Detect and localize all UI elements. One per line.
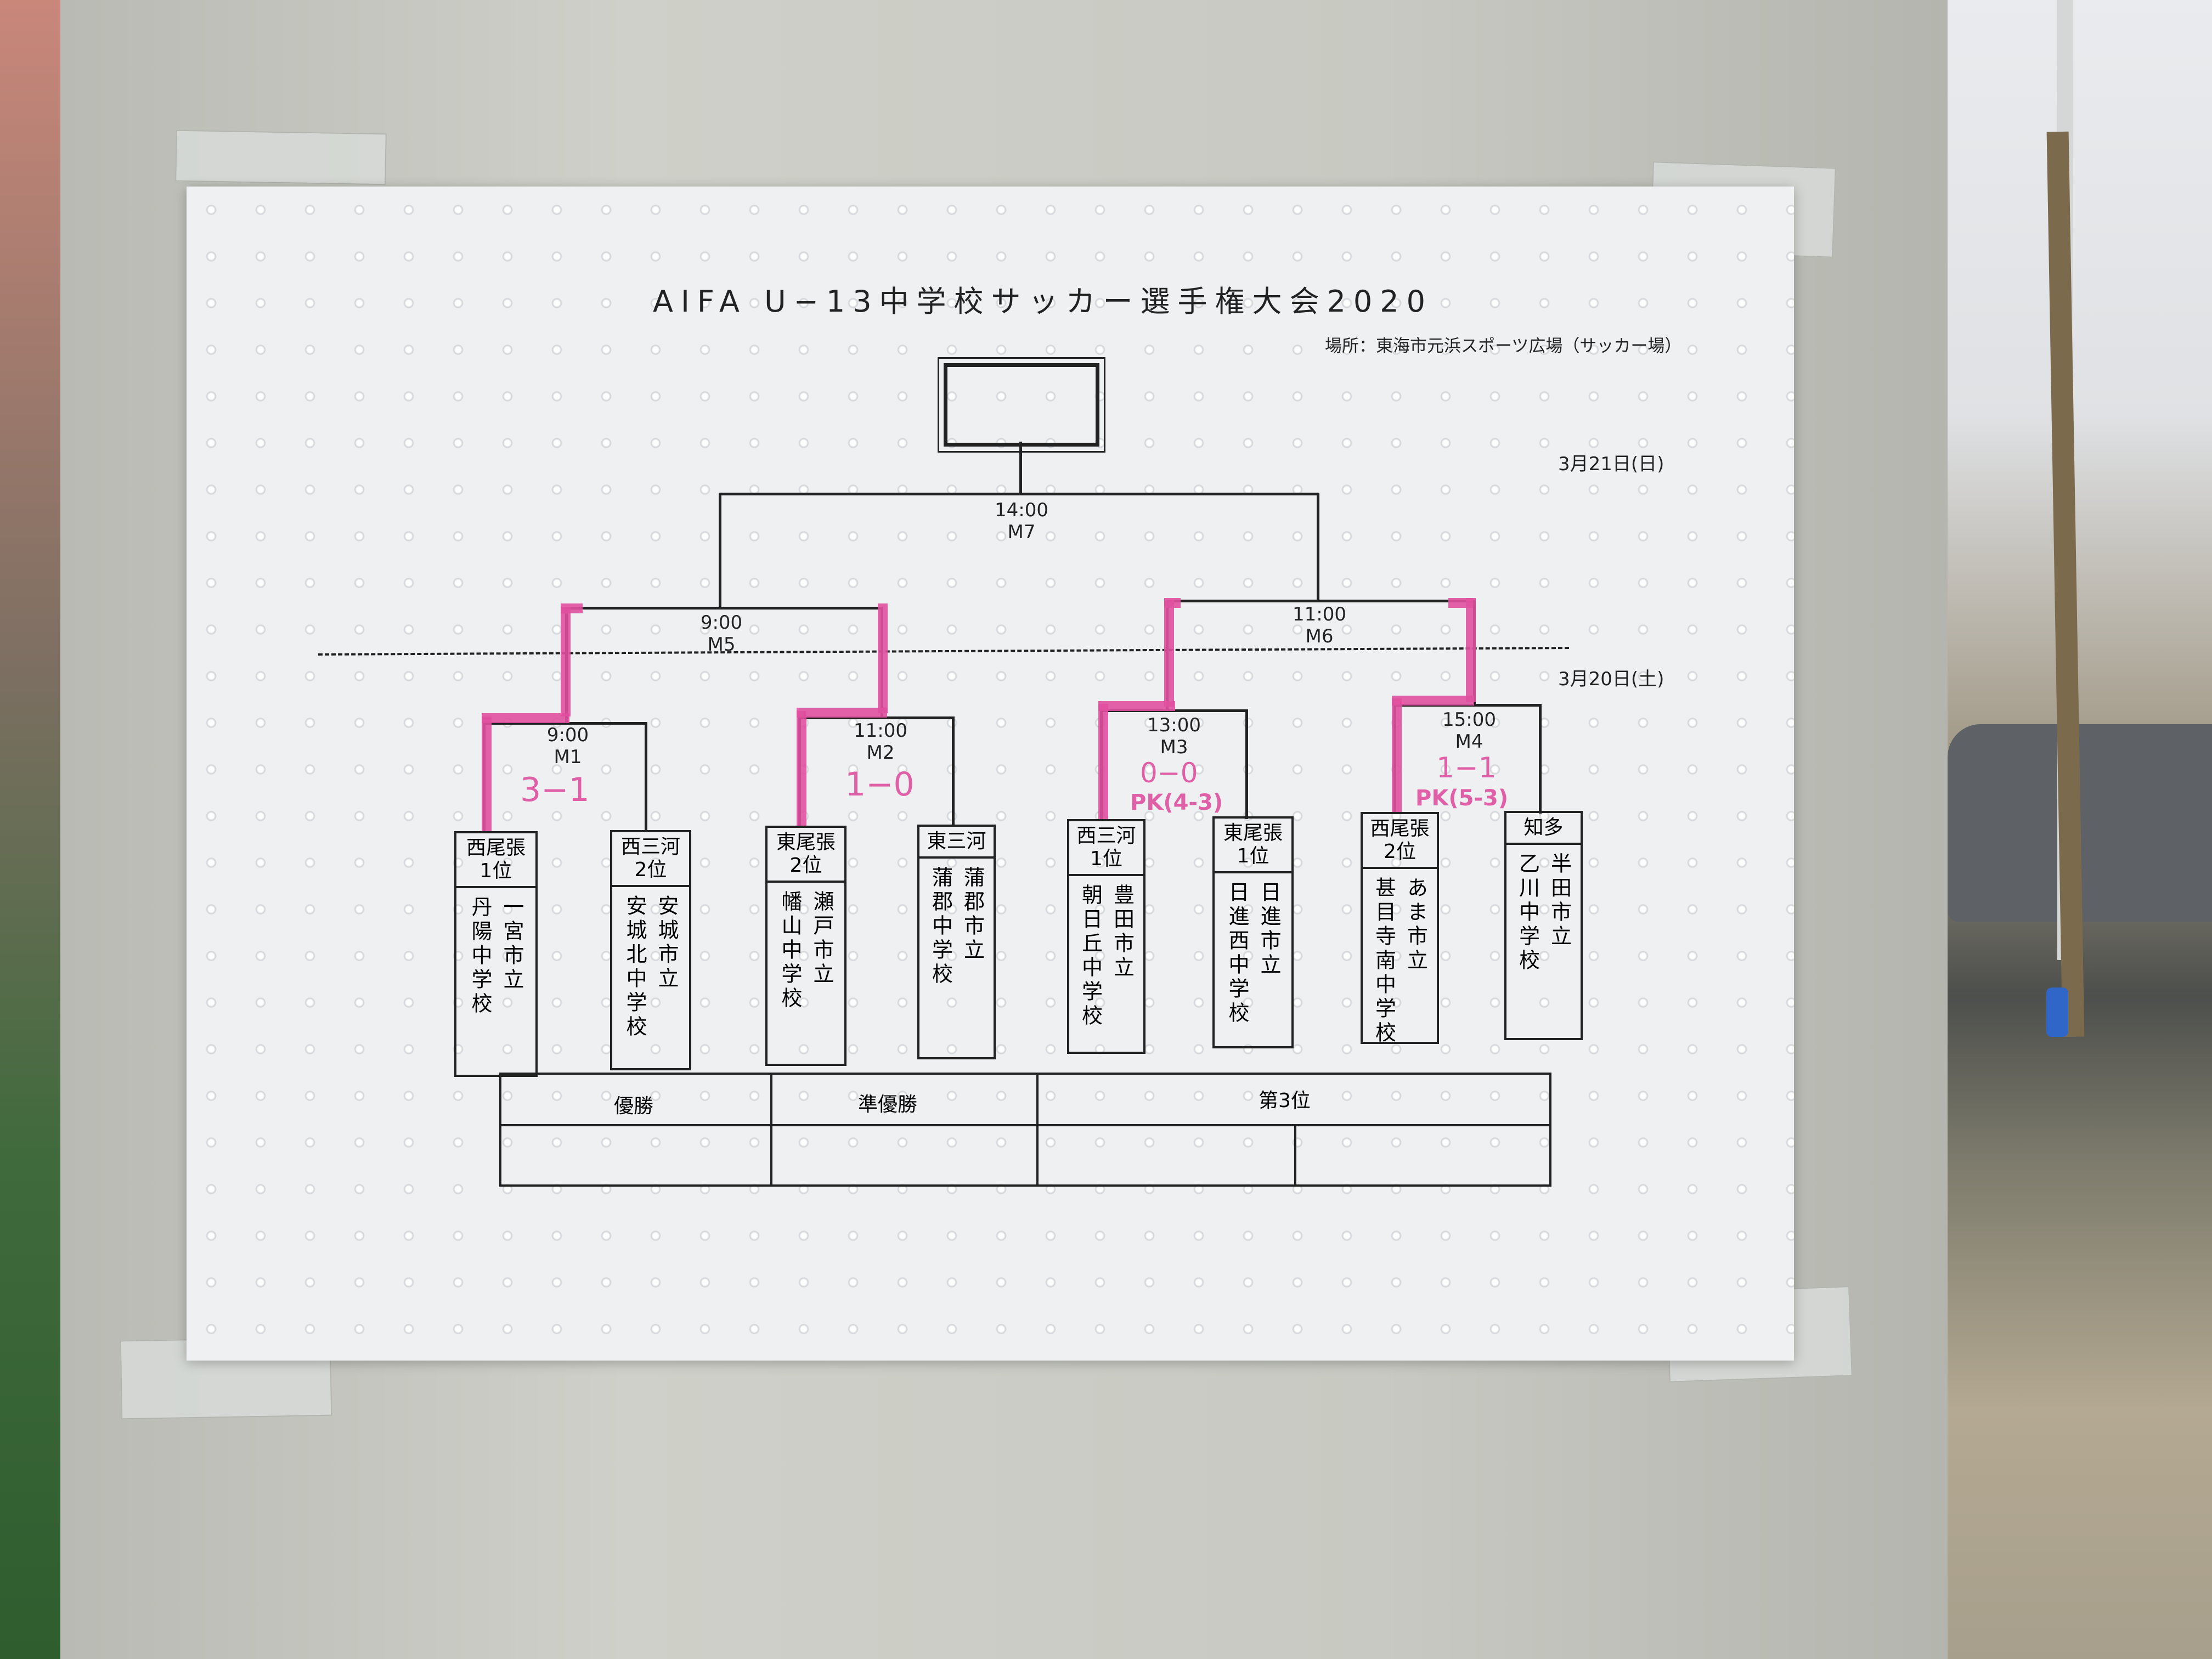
team-seed: 東尾張 2位 [768, 828, 844, 883]
winner-path-highlight [561, 603, 583, 613]
bracket-line [952, 716, 955, 826]
team-city: あま市立 [1403, 877, 1428, 973]
team-box: 西尾張 1位 一宮市立丹陽中学校 [454, 831, 538, 1077]
winner-path-highlight [1098, 701, 1175, 711]
poster-title: AIFA U−13中学校サッカー選手権大会2020 [653, 284, 1433, 319]
bracket-line [719, 493, 1319, 495]
date-day2: 3月21日(日) [1558, 453, 1664, 475]
team-box: 東尾張 2位 瀬戸市立幡山中学校 [765, 826, 847, 1066]
winner-path-highlight [1448, 598, 1473, 608]
champion-box [938, 357, 1105, 453]
results-column-divider [770, 1075, 772, 1184]
match-m3-pk: PK(4-3) [1130, 790, 1223, 815]
team-school: 乙川中学校 [1515, 853, 1540, 973]
team-city: 豊田市立 [1110, 884, 1135, 980]
winner-path-highlight [1164, 600, 1174, 707]
results-column-divider [1036, 1075, 1039, 1184]
team-seed: 西三河 2位 [612, 832, 689, 887]
team-city: 安城市立 [654, 895, 679, 991]
match-m3-score: 0−0 [1140, 757, 1198, 789]
team-city: 一宮市立 [500, 896, 524, 992]
team-city: 瀬戸市立 [810, 890, 834, 987]
team-seed: 東三河 [919, 827, 994, 859]
team-school: 丹陽中学校 [468, 896, 492, 1017]
winner-label: 優勝 [614, 1095, 654, 1118]
bracket-line [1539, 704, 1542, 814]
date-day1: 3月20日(土) [1558, 668, 1664, 690]
bracket-line [1245, 709, 1248, 819]
team-seed: 西尾張 1位 [456, 833, 535, 888]
bracket-line [1317, 493, 1319, 600]
team-box: 東三河 蒲郡市立蒲郡中学校 [917, 825, 996, 1059]
match-m2-score: 1−0 [845, 765, 915, 804]
winner-path-highlight [482, 713, 569, 723]
team-city: 日進市立 [1257, 881, 1281, 978]
results-column-divider [1294, 1124, 1296, 1184]
results-table: 優勝 準優勝 第3位 [499, 1073, 1551, 1187]
team-city: 半田市立 [1547, 853, 1572, 949]
team-seed: 西尾張 2位 [1363, 814, 1437, 869]
team-box: 知多 半田市立乙川中学校 [1504, 811, 1583, 1040]
results-divider [501, 1124, 1549, 1126]
winner-path-highlight [1098, 704, 1108, 819]
team-school: 幡山中学校 [778, 890, 802, 1011]
match-m4-pk: PK(5-3) [1415, 786, 1509, 811]
winner-path-highlight [797, 708, 887, 718]
bracket-line [798, 716, 955, 719]
tape-top-left [175, 129, 387, 185]
runner-up-label: 準優勝 [858, 1093, 918, 1116]
team-school: 朝日丘中学校 [1078, 884, 1103, 1029]
team-seed: 東尾張 1位 [1215, 819, 1291, 873]
tournament-sheet [187, 187, 1794, 1361]
bracket-line [1166, 600, 1476, 602]
bracket-line [483, 722, 647, 725]
team-box: 西三河 2位 安城市立安城北中学校 [610, 830, 691, 1070]
team-school: 日進西中学校 [1225, 881, 1249, 1026]
winner-path-highlight [1392, 698, 1402, 814]
water-bottle [2046, 988, 2068, 1037]
winner-path-highlight [1392, 696, 1474, 706]
third-place-label: 第3位 [1259, 1090, 1311, 1112]
bracket-line [719, 493, 721, 607]
team-box: 西尾張 2位 あま市立甚目寺南中学校 [1361, 812, 1439, 1046]
bracket-line [1019, 442, 1022, 494]
bracket-line [645, 722, 647, 832]
winner-path-highlight [797, 711, 806, 826]
team-seed: 西三河 1位 [1069, 821, 1143, 876]
winner-path-highlight [1164, 598, 1181, 608]
winner-path-highlight [1466, 598, 1476, 702]
winner-path-highlight [561, 607, 571, 716]
team-box: 東尾張 1位 日進市立日進西中学校 [1212, 816, 1294, 1048]
match-m1-score: 3−1 [520, 771, 590, 809]
background-left-field [0, 0, 71, 1659]
bracket-line [565, 607, 883, 610]
team-city: 蒲郡市立 [960, 866, 985, 963]
team-school: 安城北中学校 [623, 895, 647, 1040]
team-box: 西三河 1位 豊田市立朝日丘中学校 [1067, 819, 1146, 1054]
team-school: 甚目寺南中学校 [1372, 877, 1396, 1046]
venue-label: 場所：東海市元浜スポーツ広場（サッカー場） [1325, 336, 1682, 356]
team-seed: 知多 [1506, 813, 1581, 845]
winner-path-highlight [878, 603, 888, 713]
team-school: 蒲郡中学校 [928, 866, 953, 987]
match-m4-score: 1−1 [1436, 752, 1497, 785]
winner-path-highlight [482, 716, 492, 832]
